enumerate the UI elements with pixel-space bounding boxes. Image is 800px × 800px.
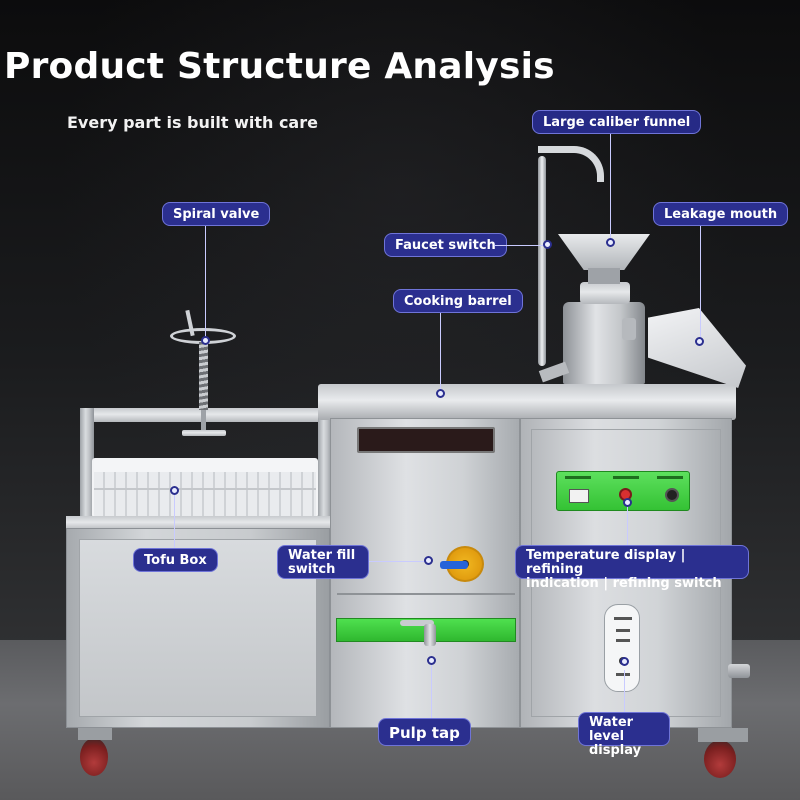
drain-pipe — [728, 664, 750, 678]
label-water-fill-line-2: switch — [288, 562, 336, 577]
spiral-valve-screw — [199, 342, 208, 410]
dot-leakage-mouth — [695, 337, 704, 346]
label-tofu-box: Tofu Box — [133, 548, 218, 572]
page-subtitle: Every part is built with care — [67, 113, 318, 132]
label-temperature-line-1: Temperature display | refining — [526, 548, 686, 577]
leader-spiral-valve — [205, 226, 206, 338]
leader-pulp-tap — [431, 665, 432, 718]
dot-temperature-display — [623, 498, 632, 507]
table-top — [318, 384, 736, 420]
faucet — [520, 140, 630, 390]
leader-leakage-mouth — [700, 226, 701, 338]
refining-switch — [665, 488, 679, 502]
label-leakage-mouth: Leakage mouth — [653, 202, 789, 226]
cooking-barrel — [563, 302, 645, 384]
dot-cooking-barrel — [436, 389, 445, 398]
leader-cooking-barrel — [440, 313, 441, 393]
barrel-collar — [580, 282, 630, 304]
leader-faucet-switch — [494, 245, 546, 246]
label-water-fill-line-1: Water fill — [288, 548, 356, 563]
label-spiral-valve: Spiral valve — [162, 202, 271, 226]
press-frame-post-left — [80, 408, 94, 518]
leader-water-fill-switch — [369, 561, 427, 562]
label-water-level-line-1: Water level — [589, 715, 634, 744]
water-fill-pipe — [440, 561, 468, 569]
label-water-fill-switch: Water fill switch — [277, 545, 369, 579]
label-temperature-display: Temperature display | refining indicatio… — [515, 545, 749, 591]
label-funnel: Large caliber funnel — [532, 110, 702, 134]
spiral-valve-plate — [182, 430, 226, 436]
caster-right — [704, 740, 736, 778]
label-water-level-display: Water level display — [578, 712, 670, 758]
press-frame-post-right — [318, 408, 332, 518]
middle-cabinet-window — [357, 427, 495, 453]
caster-left — [80, 738, 108, 776]
page-title: Product Structure Analysis — [4, 46, 555, 87]
water-level-panel — [604, 604, 640, 692]
dot-faucet-switch — [543, 240, 552, 249]
leader-water-level-display — [624, 670, 625, 712]
temperature-display — [569, 489, 589, 503]
leader-tofu-box — [174, 495, 175, 548]
leader-funnel — [610, 134, 611, 240]
dot-water-fill-switch — [424, 556, 433, 565]
control-panel — [556, 471, 690, 511]
tofu-box — [92, 458, 318, 518]
dot-water-level-display — [620, 657, 629, 666]
left-cabinet-top — [66, 516, 330, 530]
leader-temperature-display — [627, 506, 628, 545]
dot-funnel — [606, 238, 615, 247]
label-cooking-barrel: Cooking barrel — [393, 289, 523, 313]
label-faucet-switch: Faucet switch — [384, 233, 507, 257]
dot-pulp-tap — [427, 656, 436, 665]
dot-spiral-valve — [201, 336, 210, 345]
label-temperature-line-2: indication | refining switch — [526, 576, 722, 591]
dot-tofu-box — [170, 486, 179, 495]
label-water-level-line-2: display — [589, 743, 642, 758]
pulp-tap — [400, 620, 440, 650]
label-pulp-tap: Pulp tap — [378, 718, 471, 746]
